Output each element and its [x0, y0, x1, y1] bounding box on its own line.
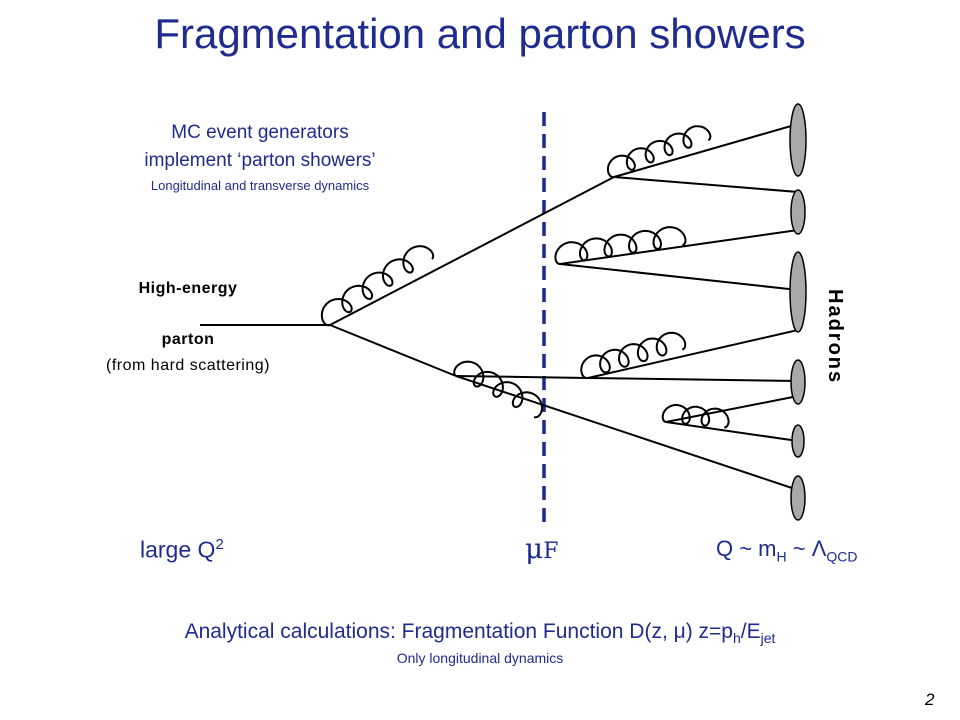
- gluon-line: [320, 245, 435, 327]
- gluon-line: [606, 125, 712, 179]
- hadrons-label: Hadrons: [824, 289, 846, 385]
- gluon-lines: [320, 125, 730, 429]
- hard-scattering-label: (from hard scattering): [106, 357, 270, 374]
- gluon-line: [453, 360, 544, 419]
- dynamics-label: Longitudinal and transverse dynamics: [150, 178, 370, 193]
- parton-label: parton: [161, 331, 215, 348]
- hadron-oval: [789, 103, 807, 177]
- q-sub-qcd: QCD: [826, 548, 858, 565]
- analytical-text: Analytical calculations: Fragmentation F…: [184, 620, 733, 643]
- only-longitudinal-label: Only longitudinal dynamics: [396, 650, 564, 666]
- hadron-ovals: [789, 103, 807, 521]
- page-number: 2: [925, 690, 935, 709]
- mc-generators-label: MC event generators: [171, 122, 349, 143]
- gluon-line: [580, 331, 687, 380]
- hadronization-scale-label: Q ~ mH ~ ΛQCD: [716, 536, 858, 564]
- gluon-line: [661, 404, 730, 429]
- quark-line: [587, 377, 799, 382]
- parton-showers-label: implement ‘parton showers’: [144, 150, 376, 171]
- quark-line: [329, 324, 457, 377]
- quark-line: [613, 176, 799, 193]
- large-q-text: large Q: [140, 536, 216, 563]
- q-prefix: Q ~ m: [716, 536, 777, 561]
- slash-e: /E: [740, 620, 761, 643]
- large-q-exponent: 2: [215, 536, 224, 553]
- quark-line: [559, 263, 799, 291]
- mu-subscript: F: [543, 539, 559, 564]
- quark-line: [559, 229, 799, 265]
- quark-line: [455, 375, 799, 491]
- hadron-oval: [789, 251, 807, 333]
- slide-title: Fragmentation and parton showers: [154, 10, 806, 57]
- gluon-line: [554, 226, 687, 265]
- sub-h: h: [732, 630, 741, 647]
- hadron-oval: [790, 359, 806, 405]
- quark-line: [587, 329, 799, 379]
- hadron-oval: [790, 189, 806, 235]
- quark-line: [665, 421, 799, 442]
- hadron-oval: [790, 475, 806, 521]
- large-q-label: large Q2: [140, 536, 224, 564]
- mu-symbol: μ: [525, 532, 544, 565]
- factorization-scale-label: μF: [525, 532, 558, 565]
- q-sub-h: H: [776, 548, 787, 565]
- hadron-oval: [791, 424, 805, 458]
- high-energy-label: High-energy: [138, 280, 238, 297]
- quark-line: [613, 123, 799, 178]
- quark-line: [665, 395, 799, 423]
- sub-jet: jet: [760, 630, 776, 647]
- analytical-calculations-label: Analytical calculations: Fragmentation F…: [0, 620, 960, 646]
- quark-lines: [329, 123, 799, 491]
- quark-line: [329, 176, 615, 326]
- q-mid: ~ Λ: [786, 536, 827, 561]
